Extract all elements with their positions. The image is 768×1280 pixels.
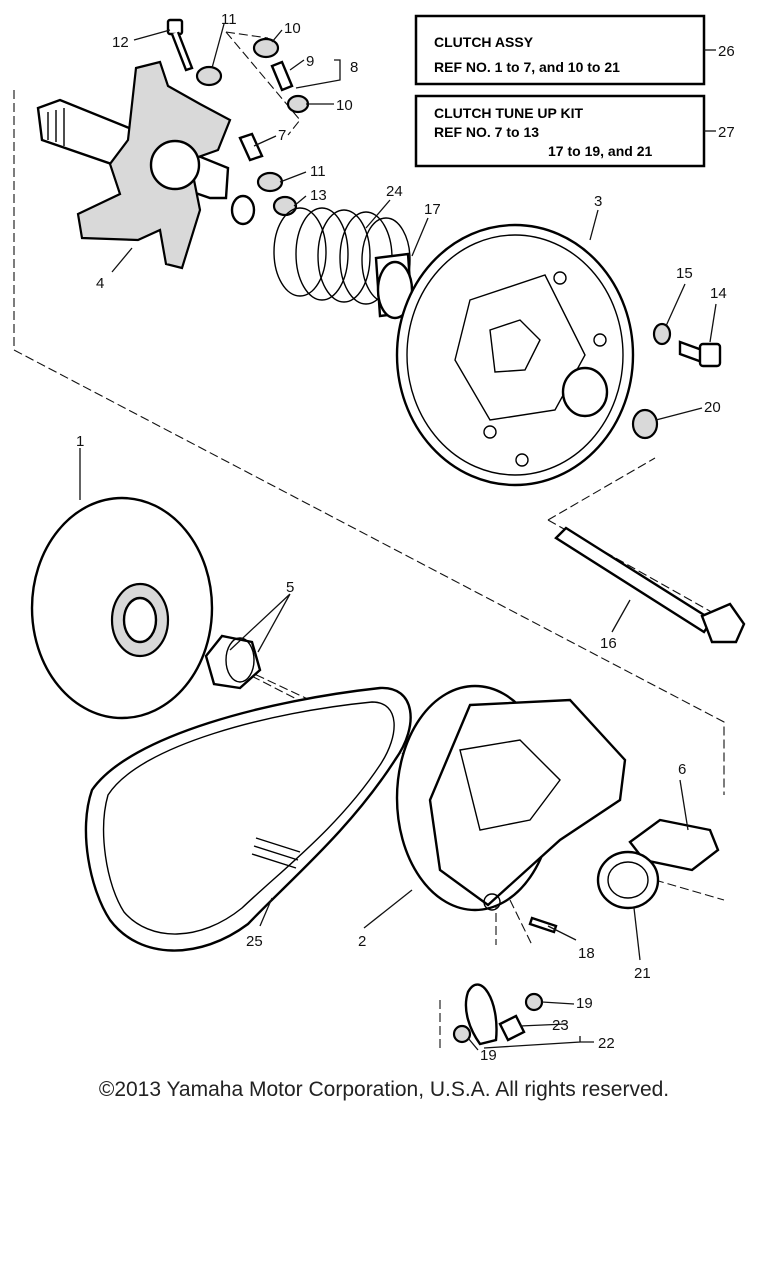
callout-21: 21 (634, 965, 651, 982)
callout-14: 14 (710, 285, 727, 302)
sheave-1 (30, 496, 214, 720)
callout-1: 1 (76, 433, 84, 450)
callout-10: 10 (284, 20, 301, 37)
callout-10b: 10 (336, 97, 353, 114)
callout-20: 20 (704, 399, 721, 416)
callout-23: 23 (552, 1017, 569, 1034)
clutch-exploded-diagram: CLUTCH ASSY REF NO. 1 to 7, and 10 to 21… (13, 11, 746, 1064)
weight-assembly-22 (452, 983, 544, 1046)
spring-24 (273, 207, 411, 305)
tune-up-kit-ref-line1: REF NO. 7 to 13 (434, 124, 539, 140)
sleeve-6-ring-21-pin-18 (528, 818, 720, 934)
copyright-notice: ©2013 Yamaha Motor Corporation, U.S.A. A… (98, 1078, 670, 1101)
callout-24: 24 (386, 183, 403, 200)
spider-shaft (36, 60, 256, 270)
callout-6: 6 (678, 761, 686, 778)
clutch-assy-title: CLUTCH ASSY (434, 34, 534, 50)
callout-12: 12 (112, 34, 129, 51)
callout-19: 19 (576, 995, 593, 1012)
callout-5: 5 (286, 579, 294, 596)
callout-11b: 11 (310, 163, 326, 180)
tune-up-kit-box: CLUTCH TUNE UP KIT REF NO. 7 to 13 17 to… (414, 94, 735, 168)
callout-7: 7 (278, 127, 286, 144)
callout-9: 9 (306, 53, 314, 70)
clutch-assy-ref-line: REF NO. 1 to 7, and 10 to 21 (434, 59, 620, 75)
callout-16: 16 (600, 635, 617, 652)
callout-13: 13 (310, 187, 327, 204)
bushings-5 (204, 634, 262, 690)
clutch-housing-2 (395, 684, 627, 912)
washers-pins (195, 37, 310, 217)
clutch-assy-box: CLUTCH ASSY REF NO. 1 to 7, and 10 to 21… (414, 14, 735, 86)
callout-26: 26 (718, 43, 735, 60)
callout-2: 2 (358, 933, 366, 950)
bolt-16 (554, 526, 746, 644)
clutch-cover-3 (395, 223, 635, 487)
callout-8: 8 (350, 59, 358, 76)
callout-17: 17 (424, 201, 441, 218)
tune-up-kit-title: CLUTCH TUNE UP KIT (434, 105, 584, 121)
leader-lines (79, 23, 717, 1051)
callout-19b: 19 (480, 1047, 497, 1064)
callout-3: 3 (594, 193, 602, 210)
bolt-14-washer-15-20 (631, 322, 722, 440)
bolt-12 (166, 18, 194, 72)
callout-18: 18 (578, 945, 595, 962)
callout-22: 22 (598, 1035, 615, 1052)
callout-labels: 12 11 10 9 8 10 7 11 13 24 17 3 4 15 14 … (76, 11, 727, 1064)
callout-15: 15 (676, 265, 693, 282)
tune-up-kit-ref-line2: 17 to 19, and 21 (548, 143, 652, 159)
callout-25: 25 (246, 933, 263, 950)
callout-11: 11 (221, 11, 237, 28)
belt-25 (84, 686, 412, 952)
callout-4: 4 (96, 275, 104, 292)
callout-27: 27 (718, 124, 735, 141)
